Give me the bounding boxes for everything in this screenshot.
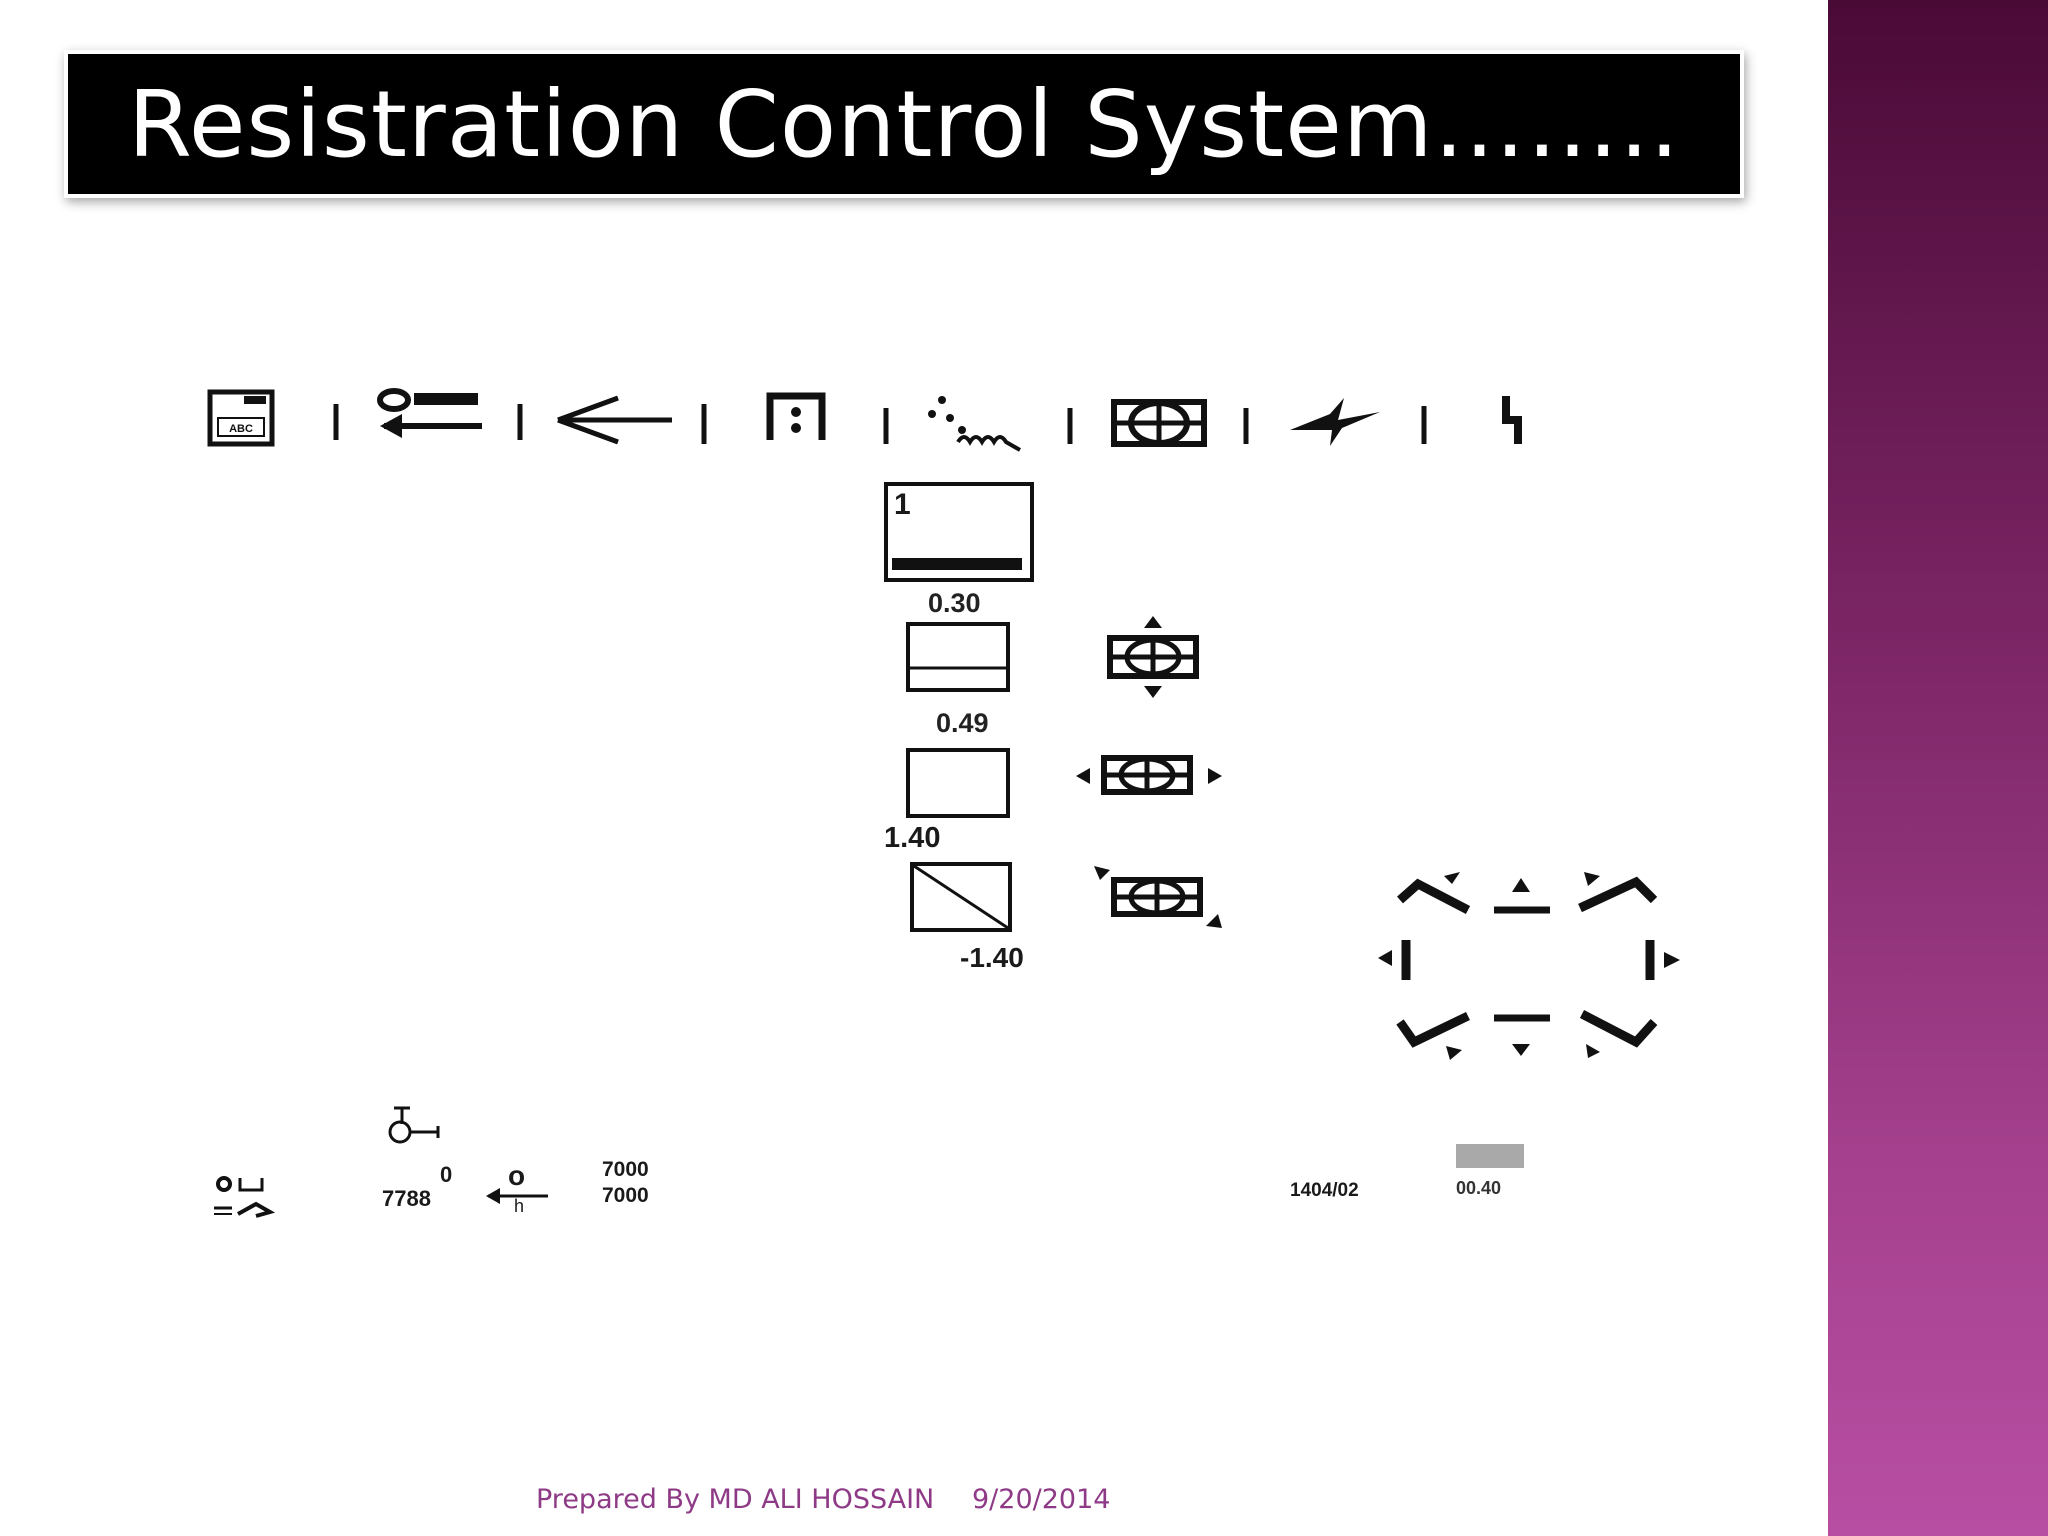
lateral-register-box[interactable] [906,748,1010,818]
arrow-left-icon[interactable] [557,395,672,445]
counter-mode-icon[interactable] [214,1176,276,1218]
slide-title: Resistration Control System…….. [128,70,1680,178]
document-abc-icon[interactable]: ABC [207,389,275,447]
title-bar: Resistration Control System…….. [68,54,1740,194]
wave-dots-icon[interactable] [928,396,1021,452]
fan-icon[interactable] [1290,398,1380,446]
preview-number: 1 [894,488,911,521]
dots-frame-icon[interactable] [766,392,826,440]
value-label-b: 0.49 [936,708,989,738]
horizontal-adjust-icon[interactable] [1076,755,1222,795]
progress-indicator [1456,1144,1524,1168]
svg-text:ABC: ABC [229,423,253,435]
crosshair-register-icon[interactable] [1111,399,1207,447]
counter-arrow-icon[interactable] [486,1188,548,1204]
up-right-button[interactable] [1578,876,1658,913]
oil-arrow-icon[interactable] [377,388,482,438]
side-band [1828,0,2048,1536]
press-lever-icon[interactable] [388,1106,440,1144]
diagonal-adjust-icon[interactable] [1094,866,1222,928]
counter-o-label: o [508,1160,526,1191]
up-left-button[interactable] [1397,878,1471,914]
target-bottom-value: 7000 [602,1184,649,1207]
value-label-c: 1.40 [884,822,941,854]
horizontal-register-box[interactable] [906,622,1010,692]
target-top-value: 7000 [602,1158,649,1181]
counter-top-value: 0 [440,1162,453,1187]
job-id-label: 1404/02 [1290,1180,1359,1201]
vertical-adjust-icon[interactable] [1107,616,1199,698]
footer-author: Prepared By MD ALI HOSSAIN [536,1484,935,1515]
diagonal-register-box[interactable] [910,862,1012,932]
zigzag-icon[interactable] [1502,396,1522,444]
counter-bottom-value: 7788 [382,1186,431,1211]
preview-box [884,482,1034,582]
footer-date: 9/20/2014 [972,1484,1111,1515]
time-value-label: 00.40 [1456,1178,1502,1198]
down-right-button[interactable] [1579,1010,1658,1048]
value-label-d: -1.40 [960,942,1024,973]
down-left-button[interactable] [1396,1011,1470,1048]
counter-h-label: h [514,1196,525,1216]
value-label-a: 0.30 [928,588,981,618]
direction-pad [1378,872,1680,1060]
